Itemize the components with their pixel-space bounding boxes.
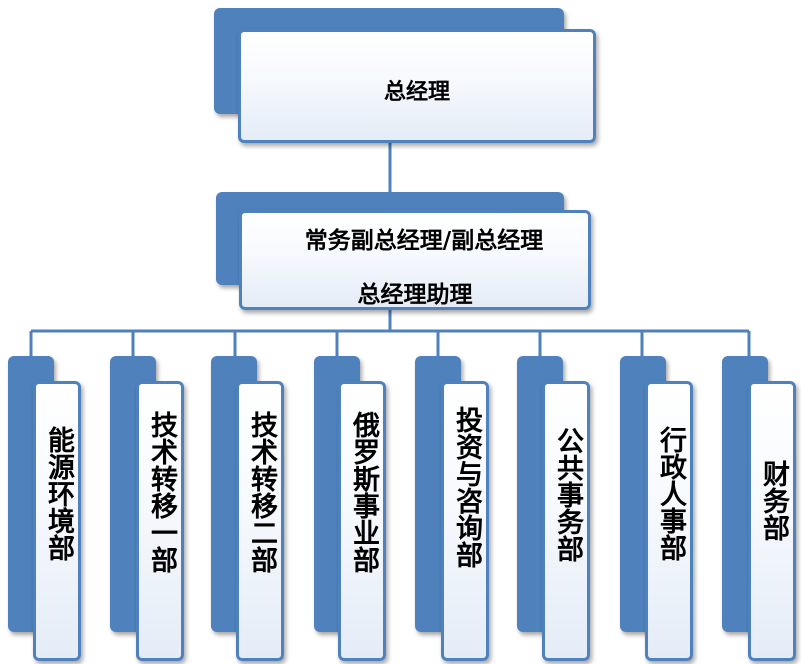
department-8-name: 财务部	[758, 460, 789, 541]
department-5-name: 投资与咨询部	[451, 406, 482, 568]
middle-node-title: 常务副总经理/副总经理	[304, 228, 544, 254]
middle-node-subtitle: 总经理助理	[357, 282, 473, 308]
department-7-name: 行政人事部	[655, 426, 686, 561]
department-1-name: 能源环境部	[43, 426, 74, 561]
department-4-box: 俄罗斯事业部	[338, 381, 386, 661]
middle-node-box: 常务副总经理/副总经理 总经理助理	[239, 210, 591, 310]
department-3-name: 技术转移二部	[246, 411, 277, 573]
department-8-box: 财务部	[748, 381, 796, 661]
department-2-box: 技术转移一部	[136, 381, 184, 661]
department-6-name: 公共事务部	[552, 427, 583, 562]
department-5-box: 投资与咨询部	[441, 381, 489, 661]
top-node-title: 总经理	[383, 80, 450, 105]
department-6-box: 公共事务部	[542, 381, 590, 661]
department-1-box: 能源环境部	[33, 381, 81, 661]
department-2-name: 技术转移一部	[146, 411, 177, 573]
top-node-box: 总经理	[238, 29, 596, 143]
department-4-name: 俄罗斯事业部	[348, 411, 379, 573]
department-7-box: 行政人事部	[645, 381, 693, 661]
department-3-box: 技术转移二部	[236, 381, 284, 661]
